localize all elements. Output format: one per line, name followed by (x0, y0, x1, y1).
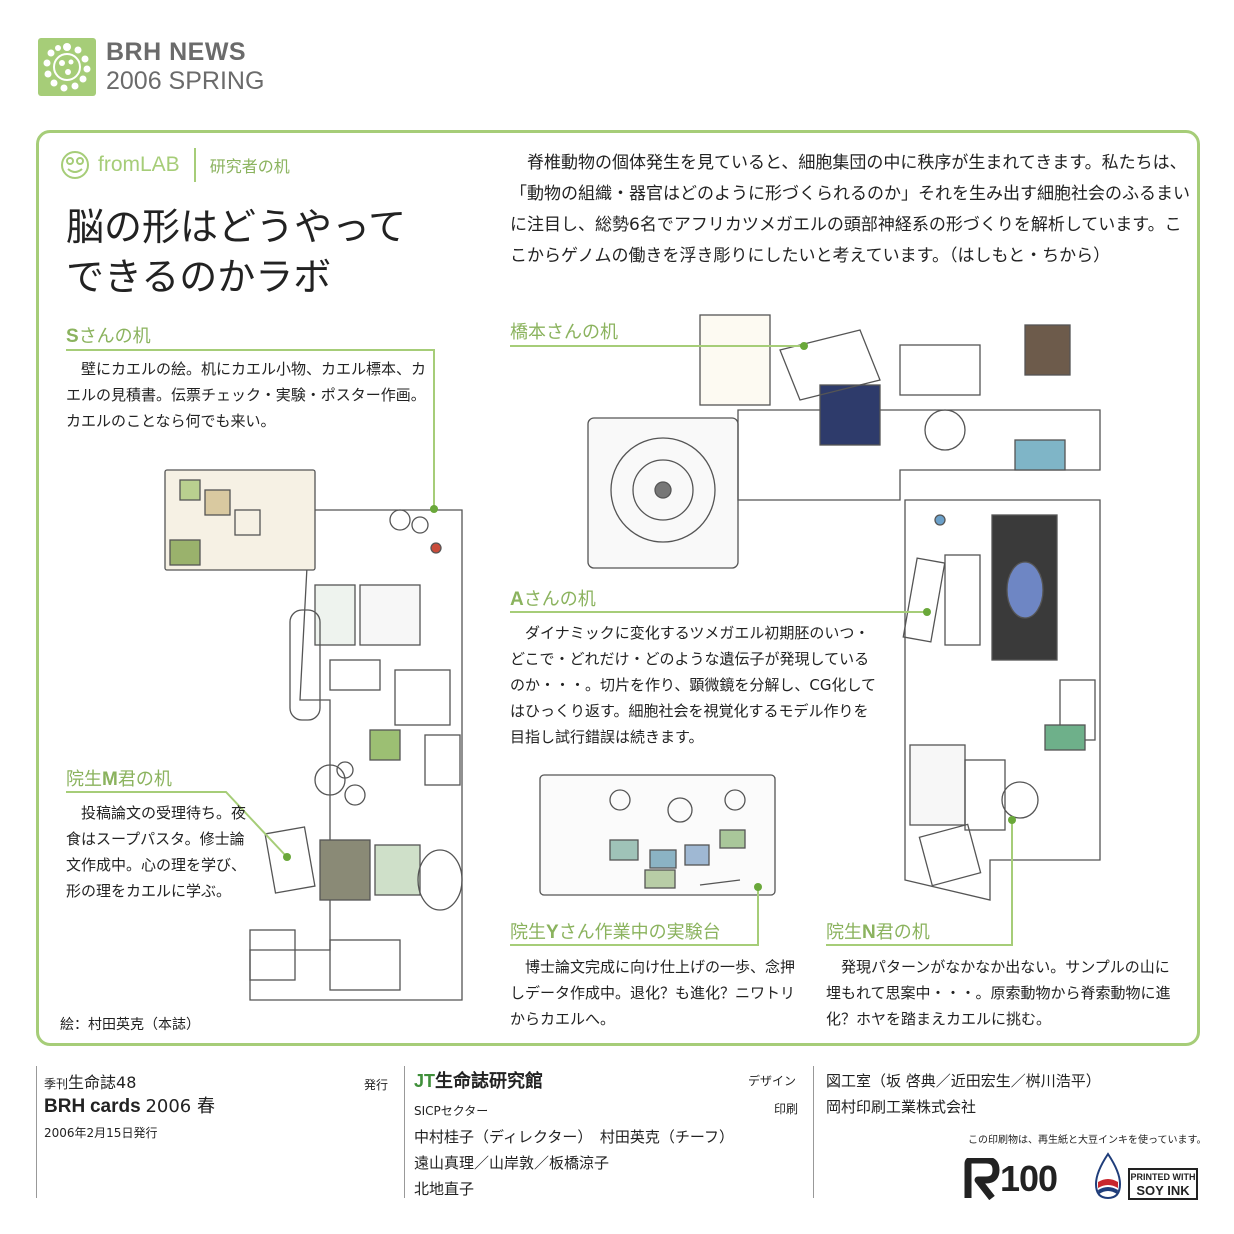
section-subtitle: 研究者の机 (209, 157, 290, 176)
n-desk-text: 発現パターンがなかなか出ない。サンプルの山に埋もれて思案中・・・。原索動物から脊… (826, 958, 1171, 1028)
design-label: デザイン (748, 1074, 797, 1088)
y-bench-leader-v (757, 887, 759, 946)
r100-mark: 100 (964, 1158, 1076, 1200)
staff-line-3: 北地直子 (414, 1180, 475, 1198)
s-desk-leader-h (66, 349, 434, 351)
a-desk-leader (510, 611, 926, 613)
y-bench-pointer (754, 883, 762, 891)
footer-cards: BRH cards 2006 春 (44, 1094, 215, 1120)
title-line-2: できるのかラボ (66, 255, 332, 299)
s-desk-text: 壁にカエルの絵。机にカエル小物、カエル標本、カエルの見積書。伝票チェック・実験・… (66, 360, 427, 430)
m-desk-label-prefix: 院生 (66, 769, 102, 790)
s-desk-initial: S (66, 326, 79, 347)
page-title: 脳の形はどうやって できるのかラボ (66, 202, 486, 302)
n-desk-label-text: 君の机 (875, 922, 930, 943)
soy-ink-mark: PRINTED WITH SOY INK (1090, 1152, 1202, 1200)
print-credit: 岡村印刷工業株式会社 (826, 1098, 977, 1116)
sector: SICPセクター (414, 1104, 489, 1118)
soy-ink-text: SOY INK (1136, 1183, 1190, 1198)
a-desk-pointer (923, 608, 931, 616)
magazine-kikan: 季刊 (44, 1077, 69, 1091)
jt-mark: JT (414, 1071, 436, 1091)
print-label: 印刷 (774, 1102, 799, 1116)
r100-number: 100 (1000, 1158, 1058, 1199)
soy-printed-with: PRINTED WITH (1130, 1172, 1196, 1182)
footer-divider-2 (404, 1066, 405, 1198)
staff-line-2: 遠山真理／山岸敦／板橋涼子 (414, 1154, 610, 1172)
publisher-name: 生命誌研究館 (435, 1071, 544, 1092)
recycle-r-icon (964, 1158, 1000, 1200)
from-lab-label: fromLAB (98, 153, 180, 176)
cards-season: 2006 春 (145, 1096, 215, 1117)
s-desk-label-text: さんの机 (78, 326, 151, 347)
section-tag: fromLAB 研究者の机 (60, 148, 290, 182)
a-desk-initial: A (510, 589, 524, 610)
publisher: JT生命誌研究館 (414, 1068, 543, 1095)
brand-name: BRH NEWS (106, 38, 247, 66)
brh-logo (38, 38, 96, 96)
n-desk-label: 院生N君の机 (826, 918, 930, 944)
footer-magazine: 季刊生命誌48 (44, 1070, 136, 1097)
n-desk-label-prefix: 院生 (826, 922, 862, 943)
hashimoto-desk-leader (510, 345, 804, 347)
soy-drop-icon (1094, 1152, 1122, 1200)
n-desk-pointer (1008, 816, 1016, 824)
frog-icon (61, 151, 89, 179)
publish-date: 2006年2月15日発行 (44, 1126, 158, 1140)
cell-cluster-icon (43, 43, 91, 92)
a-desk-label: Aさんの机 (510, 585, 596, 611)
staff-line-1: 中村桂子（ディレクター） 村田英克（チーフ） (414, 1128, 734, 1146)
illustration-credit: 絵：村田英克（本誌） (60, 1017, 200, 1033)
cards-brh: BRH (44, 1096, 86, 1117)
a-desk-label-text: さんの机 (523, 589, 596, 610)
magazine-name: 生命誌48 (68, 1073, 137, 1092)
hashimoto-desk-label: 橋本さんの机 (510, 322, 618, 343)
y-bench-label-prefix: 院生 (510, 922, 546, 943)
main-panel (36, 130, 1200, 1046)
footer-divider-1 (36, 1066, 37, 1198)
design-credit: 図工室（坂 啓典／近田宏生／桝川浩平） (826, 1072, 1101, 1090)
m-desk-text: 投稿論文の受理待ち。夜食はスープパスタ。修士論文作成中。心の理を学び、形の理をカ… (66, 804, 247, 900)
y-bench-label: 院生Yさん作業中の実験台 (510, 918, 721, 944)
m-desk-label-text: 君の机 (117, 769, 172, 790)
hashimoto-desk-pointer (800, 342, 808, 350)
a-desk-text: ダイナミックに変化するツメガエル初期胚のいつ・どこで・どれだけ・どのような遺伝子… (510, 624, 877, 746)
intro-text: 脊椎動物の個体発生を見ていると、細胞集団の中に秩序が生まれてきます。私たちは、「… (510, 153, 1190, 266)
n-desk-leader-h (826, 944, 1012, 946)
s-desk-leader-v (433, 349, 435, 509)
m-desk-initial: M (102, 769, 118, 790)
m-desk-label: 院生M君の机 (66, 765, 172, 791)
footer-divider-3 (813, 1066, 814, 1198)
brh-news-heading: BRH NEWS 2006 SPRING (106, 40, 264, 94)
title-line-1: 脳の形はどうやって (66, 205, 407, 249)
y-bench-label-text: さん作業中の実験台 (558, 922, 721, 943)
issue-season: 2006 SPRING (106, 67, 265, 95)
section-divider (193, 148, 196, 182)
s-desk-pointer (430, 505, 438, 513)
y-bench-initial: Y (546, 922, 559, 943)
publisher-label: 発行 (364, 1078, 389, 1092)
y-bench-leader-h (510, 944, 758, 946)
cards-word: cards (89, 1096, 141, 1117)
soy-ink-box: PRINTED WITH SOY INK (1128, 1168, 1198, 1200)
n-desk-leader-v (1011, 820, 1013, 946)
s-desk-label: Sさんの机 (66, 322, 151, 348)
eco-note: この印刷物は、再生紙と大豆インキを使っています。 (968, 1135, 1207, 1146)
n-desk-initial: N (862, 922, 876, 943)
y-bench-text: 博士論文完成に向け仕上げの一歩、念押しデータ作成中。退化？も進化？ニワトリからカ… (510, 958, 796, 1028)
